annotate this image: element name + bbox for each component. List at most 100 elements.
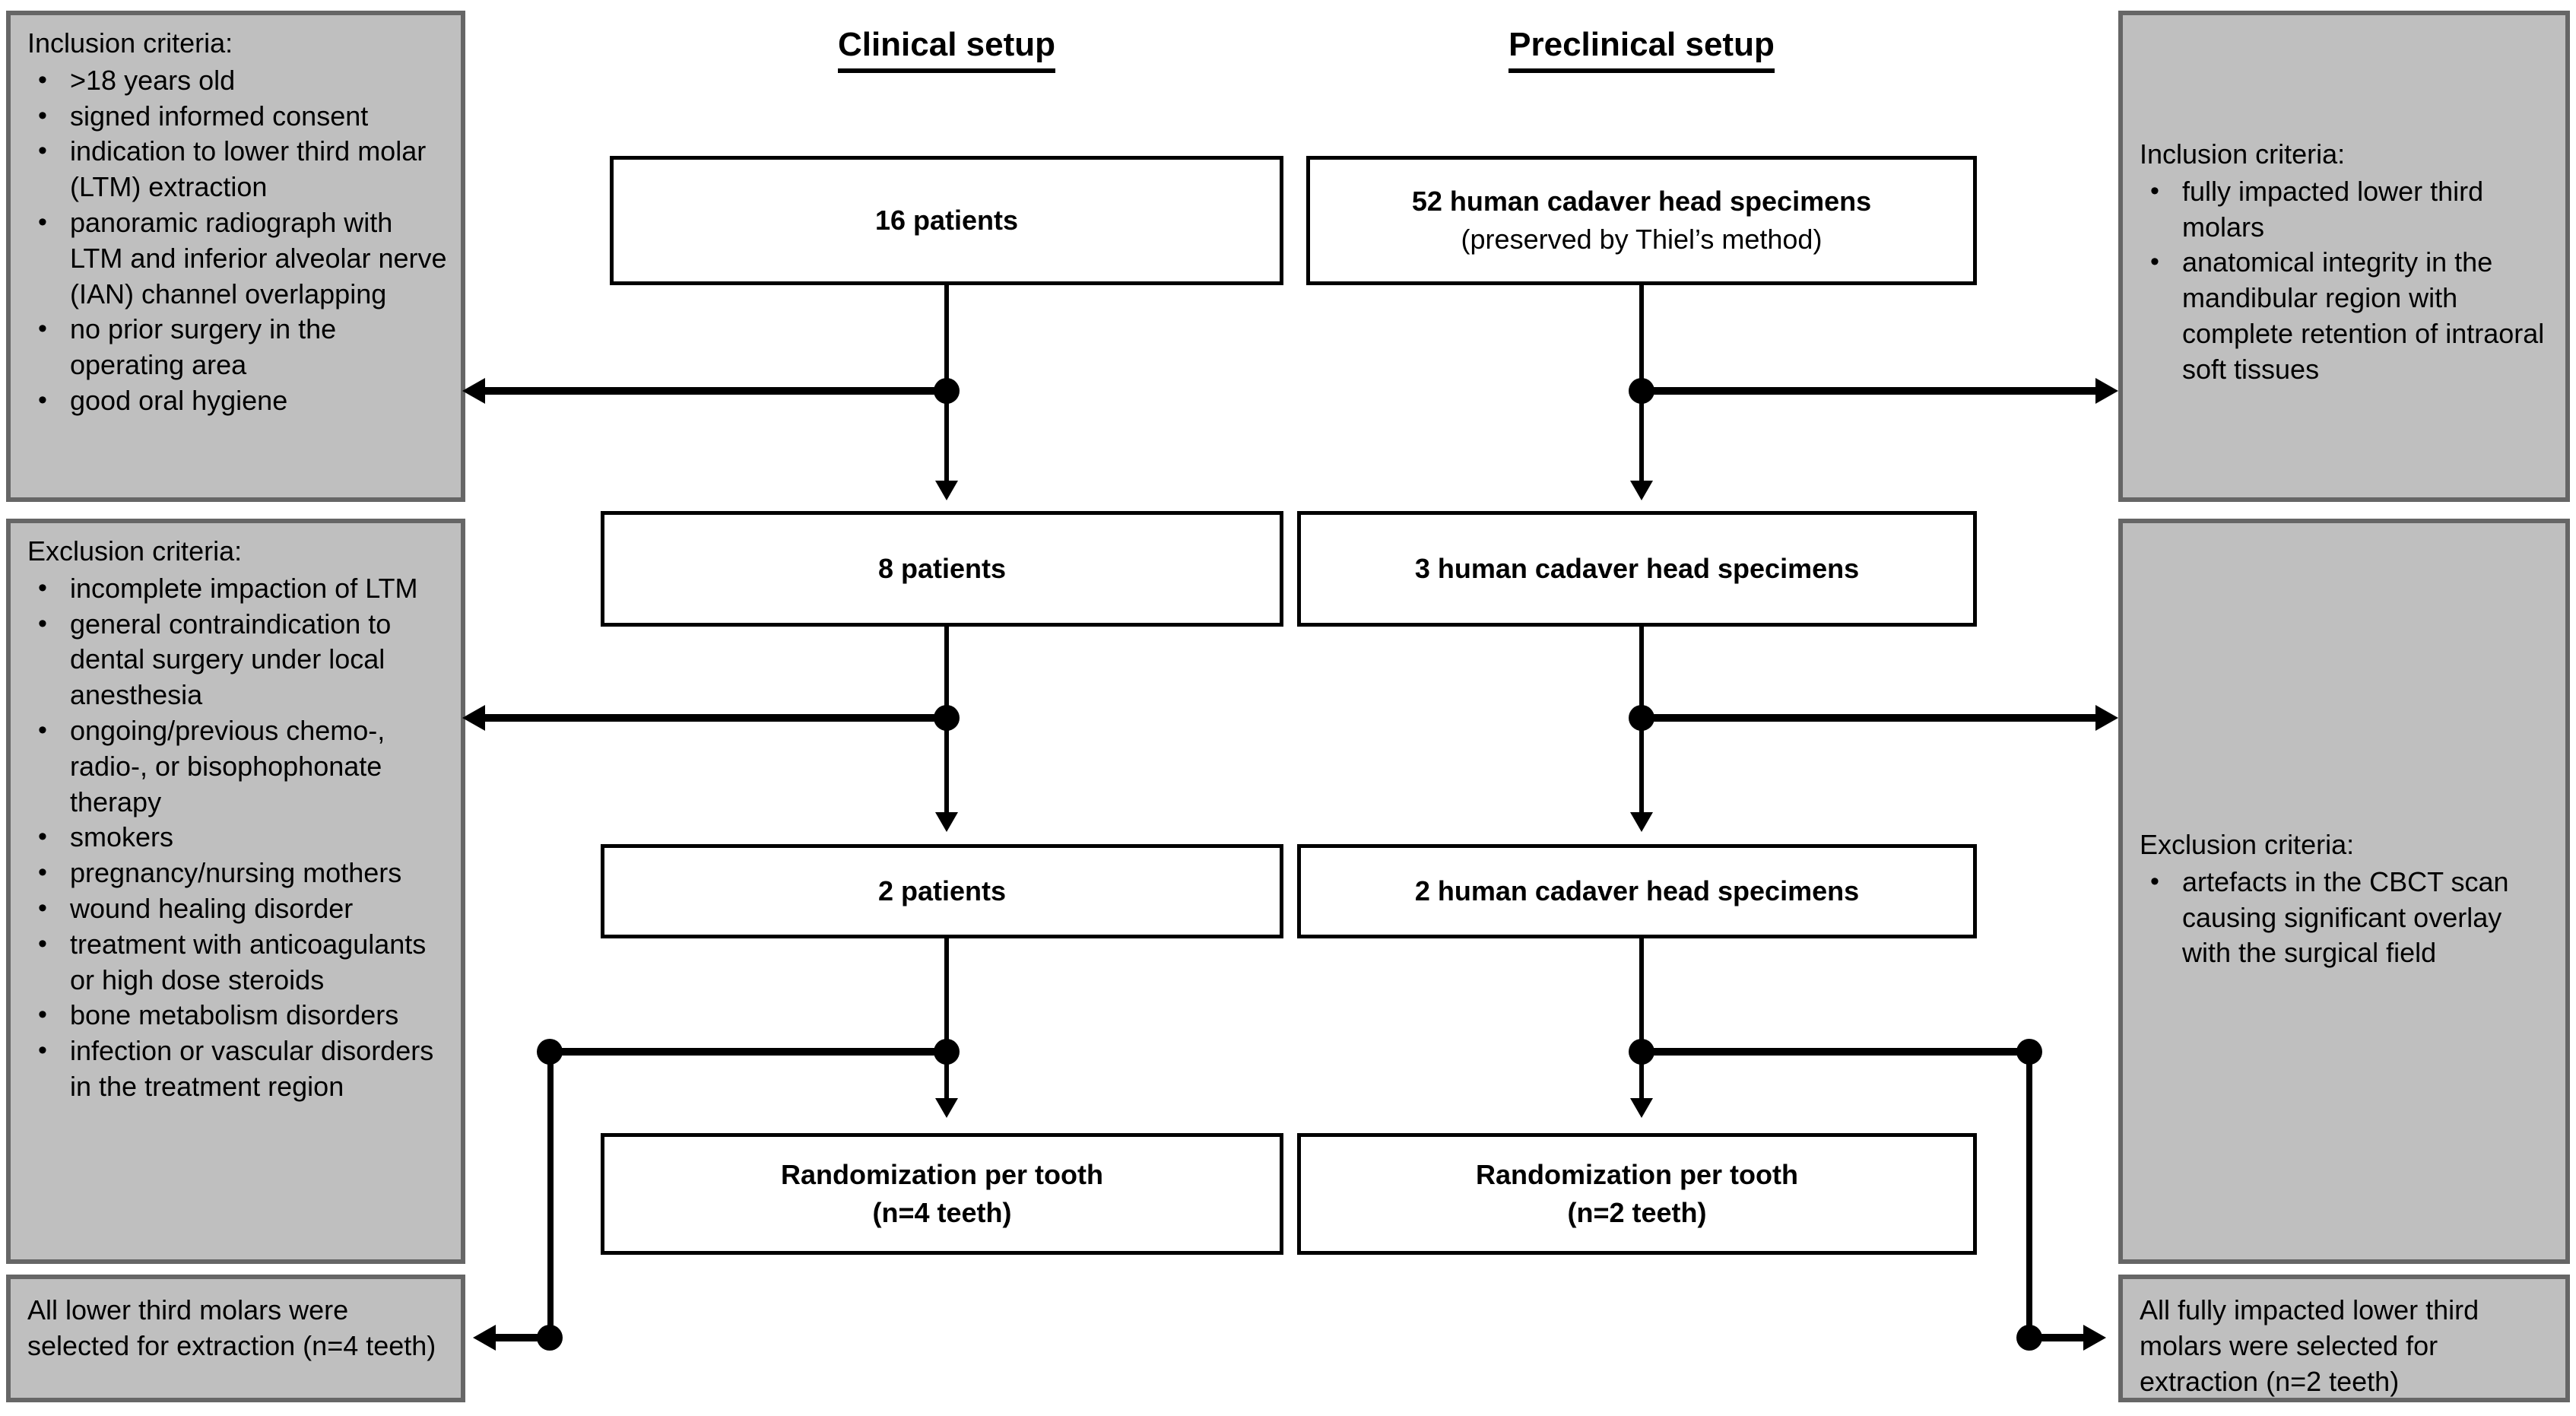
list-item-label: smokers (70, 821, 174, 853)
preclinical-box-row3: 2 human cadaver head specimens (1297, 844, 1977, 938)
bullet-icon: • (38, 314, 47, 344)
bullet-icon: • (38, 136, 47, 166)
preclinical-box-row2-label: 3 human cadaver head specimens (1414, 553, 1860, 585)
list-item: • indication to lower third molar (LTM) e… (27, 134, 447, 205)
list-item-label: ongoing/previous chemo-, radio-, or biso… (70, 714, 385, 818)
list-item: •good oral hygiene (27, 383, 447, 419)
clinical-box-row3-label: 2 patients (877, 875, 1007, 907)
preclinical-connector-3-vertical (1639, 938, 1644, 1113)
preclinical-box-row4-label: Randomization per tooth (1476, 1159, 1798, 1191)
list-item: • fully impacted lower third molars (2140, 174, 2552, 246)
list-item: •treatment with anticoagulants or high d… (27, 927, 447, 999)
bullet-icon: • (38, 207, 47, 237)
left-inclusion-title: Inclusion criteria: (27, 27, 233, 59)
clinical-connector-3-arrowhead (935, 1098, 958, 1118)
preclinical-box-row1-sublabel: (preserved by Thiel’s method) (1461, 224, 1823, 255)
bullet-icon: • (2150, 176, 2159, 205)
left-inclusion-list: •>18 years old •signed informed consent … (27, 63, 447, 419)
list-item: • anatomical integrity in the mandibular … (2140, 245, 2552, 387)
clinical-connector-1-arrowhead (935, 481, 958, 500)
list-item-label: fully impacted lower third molars (2182, 175, 2484, 243)
list-item-label: indication to lower third molar (LTM) ex… (70, 135, 427, 203)
preclinical-branch-vertical-riser (2026, 1048, 2032, 1335)
clinical-box-row4-sublabel: (n=4 teeth) (872, 1197, 1012, 1228)
clinical-box-row1-label: 16 patients (874, 205, 1019, 237)
preclinical-box-row4-sublabel: (n=2 teeth) (1567, 1197, 1707, 1228)
list-item-label: incomplete impaction of LTM (70, 572, 418, 604)
preclinical-connector-2-arrowhead (1630, 812, 1653, 832)
bullet-icon: • (38, 822, 47, 852)
clinical-junction-dot-2 (934, 705, 960, 731)
preclinical-box-row1: 52 human cadaver head specimens (preserv… (1306, 156, 1977, 285)
clinical-box-row3: 2 patients (601, 844, 1283, 938)
preclinical-connector-1-arrowhead (1630, 481, 1653, 500)
clinical-exclusion-arrow-line-2 (475, 714, 948, 722)
list-item: • panoramic radiograph with LTM and infer… (27, 205, 447, 312)
bullet-icon: • (38, 1000, 47, 1030)
bullet-icon: • (38, 1036, 47, 1065)
clinical-junction-dot-1 (934, 378, 960, 404)
clinical-branch-horizontal-3 (549, 1048, 944, 1056)
preclinical-column-heading: Preclinical setup (1306, 26, 1977, 73)
list-item-label: no prior surgery in the operating area (70, 313, 337, 381)
list-item-label: panoramic radiograph with LTM and inferi… (70, 206, 447, 310)
list-item-label: pregnancy/nursing mothers (70, 857, 402, 889)
bullet-icon: • (38, 715, 47, 745)
bullet-icon: • (38, 65, 47, 94)
list-item: •general contraindication to dental surg… (27, 607, 447, 713)
list-item: • smokers (27, 820, 447, 856)
left-exclusion-title: Exclusion criteria: (27, 535, 243, 567)
clinical-selection-arrowhead (473, 1325, 496, 1351)
right-inclusion-list: • fully impacted lower third molars • anat… (2140, 174, 2552, 388)
list-item: • >18 years old (27, 63, 447, 99)
preclinical-exclusion-arrowhead-2 (2095, 705, 2118, 731)
left-inclusion-criteria-panel: Inclusion criteria: • >18 years old • sign… (6, 11, 465, 502)
bullet-icon: • (38, 929, 47, 958)
list-item: • wound healing disorder (27, 891, 447, 927)
preclinical-exclusion-arrow-line-2 (1639, 714, 2105, 722)
bullet-icon: • (38, 608, 47, 638)
right-selection-result-panel: All fully impacted lower third molars we… (2118, 1275, 2570, 1402)
list-item: • ongoing/previous chemo-, radio-, or bis… (27, 713, 447, 820)
bullet-icon: • (2150, 247, 2159, 277)
bullet-icon: • (38, 858, 47, 887)
clinical-heading-label: Clinical setup (837, 26, 1056, 73)
list-item-label: >18 years old (70, 64, 236, 96)
list-item: • infection or vascular disorders in the … (27, 1033, 447, 1105)
right-exclusion-list: •artefacts in the CBCT scan causing sign… (2140, 865, 2552, 971)
right-exclusion-criteria-panel: Exclusion criteria: •artefacts in the CB… (2118, 519, 2570, 1264)
list-item-label: bone metabolism disorders (70, 999, 399, 1031)
preclinical-inclusion-arrowhead-1 (2095, 378, 2118, 404)
left-selection-result-panel: All lower third molars were selected for… (6, 1275, 465, 1402)
clinical-column-heading: Clinical setup (610, 26, 1283, 73)
preclinical-box-row1-label: 52 human cadaver head specimens (1411, 186, 1872, 217)
clinical-box-row1: 16 patients (610, 156, 1283, 285)
clinical-box-row2: 8 patients (601, 511, 1283, 627)
preclinical-branch-horizontal-3 (1642, 1048, 2029, 1056)
clinical-branch-vertical-riser (547, 1048, 554, 1335)
preclinical-box-row2: 3 human cadaver head specimens (1297, 511, 1977, 627)
clinical-connector-2-arrowhead (935, 812, 958, 832)
list-item: • no prior surgery in the operating area (27, 312, 447, 383)
clinical-exclusion-arrowhead-2 (462, 705, 485, 731)
clinical-box-row4: Randomization per tooth (n=4 teeth) (601, 1133, 1283, 1255)
list-item-label: infection or vascular disorders in the t… (70, 1035, 434, 1102)
clinical-selection-arrow-line (487, 1334, 541, 1341)
clinical-box-row4-label: Randomization per tooth (781, 1159, 1103, 1191)
list-item: •incomplete impaction of LTM (27, 571, 447, 607)
list-item-label: wound healing disorder (70, 892, 354, 924)
left-selection-text: All lower third molars were selected for… (27, 1294, 436, 1361)
clinical-exclusion-arrow-line-1 (475, 387, 948, 395)
preclinical-inclusion-arrow-line-1 (1639, 387, 2105, 395)
right-inclusion-title: Inclusion criteria: (2140, 138, 2346, 170)
preclinical-box-row3-label: 2 human cadaver head specimens (1414, 875, 1860, 907)
preclinical-junction-dot-2 (1629, 705, 1654, 731)
preclinical-connector-3-arrowhead (1630, 1098, 1653, 1118)
list-item-label: signed informed consent (70, 100, 369, 132)
bullet-icon: • (38, 893, 47, 922)
clinical-exclusion-arrowhead-1 (462, 378, 485, 404)
preclinical-selection-arrowhead (2083, 1325, 2106, 1351)
list-item-label: anatomical integrity in the mandibular r… (2182, 246, 2545, 385)
right-inclusion-criteria-panel: Inclusion criteria: • fully impacted lowe… (2118, 11, 2570, 502)
